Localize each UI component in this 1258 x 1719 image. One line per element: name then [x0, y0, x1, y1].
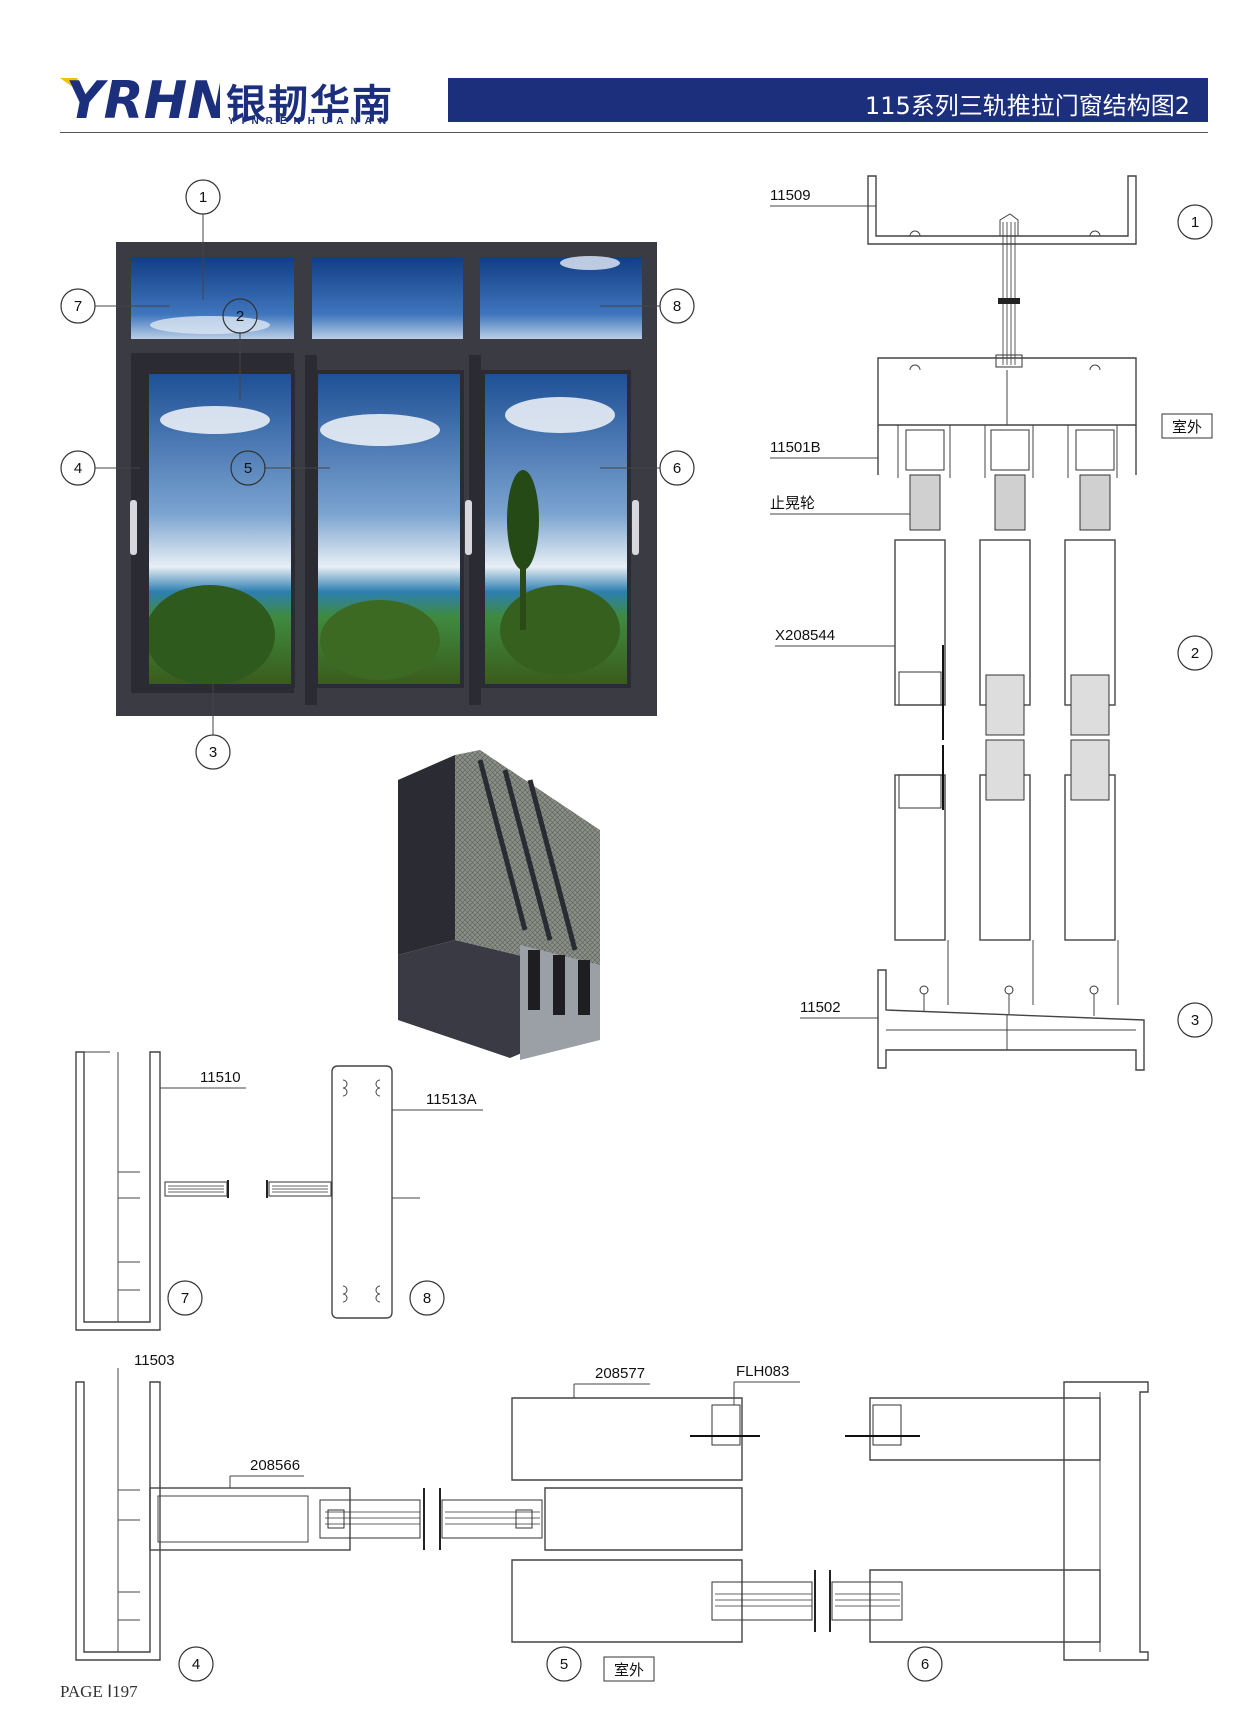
photo-callout-5: 5 [244, 460, 252, 477]
vertical-section-labels: 11509 11501B 止晃轮 X208544 11502 室外 1 2 3 [770, 187, 1213, 1038]
photo-callout-8: 8 [673, 298, 681, 315]
brand-name-cn: 银韧华南 [226, 82, 394, 128]
label-outdoor-horizontal: 室外 [614, 1662, 644, 1679]
photo-callout-6: 6 [673, 460, 681, 477]
logo-text: YRHN [66, 72, 220, 124]
section-callout-8: 8 [423, 1290, 431, 1307]
page-title: 115系列三轨推拉门窗结构图2 [864, 92, 1190, 120]
title-bar: 115系列三轨推拉门窗结构图2 [448, 78, 1208, 122]
label-11513a: 11513A [426, 1091, 477, 1108]
section-callout-4: 4 [192, 1656, 200, 1673]
photo-callout-1: 1 [199, 189, 207, 206]
photo-callout-4: 4 [74, 460, 82, 477]
label-11510: 11510 [200, 1069, 241, 1086]
photo-callout-circles: 1 2 3 4 5 6 7 8 [60, 179, 695, 770]
label-11501b: 11501B [770, 439, 821, 456]
section-7-8-labels: 11510 11513A 7 8 [160, 1069, 483, 1316]
photo-callout-7: 7 [74, 298, 82, 315]
page-footer: PAGE Ⅰ197 [60, 1682, 138, 1701]
profile-3d-render [398, 750, 600, 1060]
header-divider [60, 132, 1208, 133]
vertical-section-drawing [867, 175, 1145, 1071]
vertical-callout-1: 1 [1191, 214, 1199, 231]
section-7-8-drawing [75, 1051, 420, 1331]
label-flh083: FLH083 [736, 1363, 789, 1380]
section-callout-6: 6 [921, 1656, 929, 1673]
section-callout-7: 7 [181, 1290, 189, 1307]
photo-callout-3: 3 [209, 744, 217, 761]
horizontal-section-drawing [75, 1381, 1149, 1661]
label-208577: 208577 [595, 1365, 645, 1382]
label-11502: 11502 [800, 999, 841, 1016]
label-outdoor-vertical: 室外 [1172, 419, 1202, 436]
brand-name-en: YINRENHUANAN [228, 116, 394, 127]
label-208566: 208566 [250, 1457, 300, 1474]
brand-logo-icon: YRHN [60, 72, 220, 124]
photo-callout-2: 2 [236, 308, 244, 325]
horizontal-section-labels: 11503 208566 208577 FLH083 室外 4 5 6 [117, 1352, 943, 1682]
vertical-callout-3: 3 [1191, 1012, 1199, 1029]
window-photo [116, 242, 657, 716]
label-x208544: X208544 [775, 627, 835, 644]
vertical-callout-2: 2 [1191, 645, 1199, 662]
page-header: YRHN 银韧华南 YINRENHUANAN 115系列三轨推拉门窗结构图2 [0, 0, 1258, 140]
photo-callouts [95, 212, 660, 737]
label-11503: 11503 [134, 1352, 175, 1369]
section-callout-5: 5 [560, 1656, 568, 1673]
label-anti-sway-wheel: 止晃轮 [770, 495, 815, 512]
label-11509: 11509 [770, 187, 811, 204]
